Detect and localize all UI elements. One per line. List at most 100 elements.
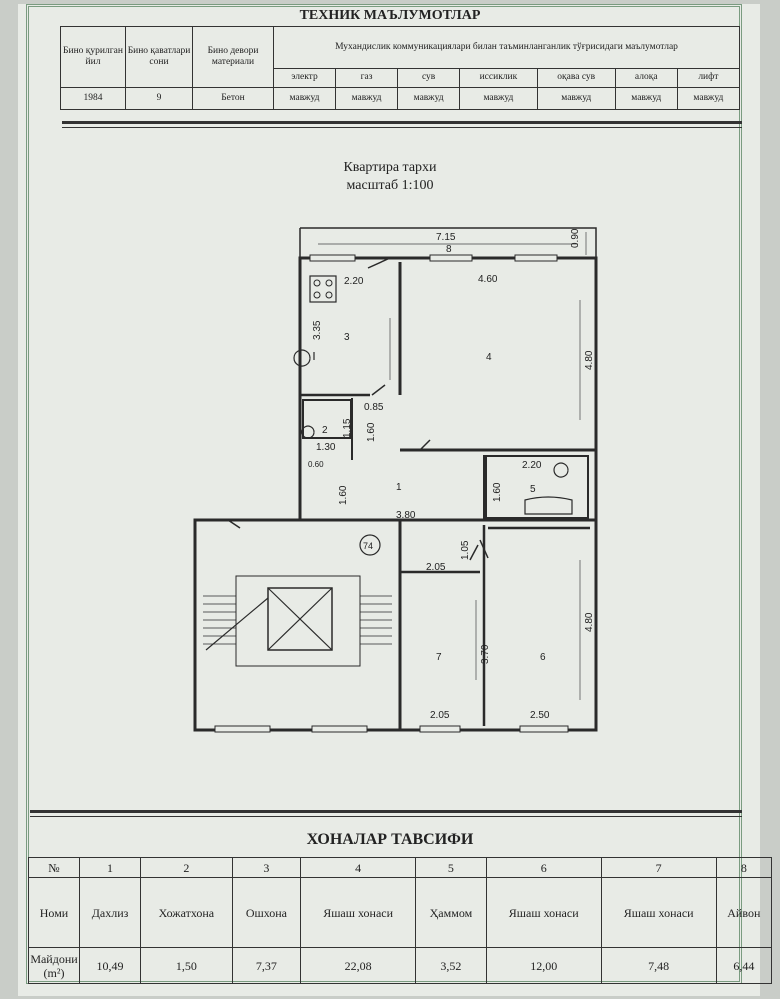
- room-no-2: 2: [140, 857, 233, 878]
- tech-header-floors: Бино қаватлари сони: [125, 25, 193, 89]
- window-room7: [419, 725, 461, 733]
- dim-room6-door: 1.05: [460, 540, 471, 560]
- section-rule-top-thin: [62, 127, 742, 128]
- plan-scale: масштаб 1:100: [346, 178, 434, 193]
- room-number-3: 3: [344, 332, 350, 343]
- elevator-shaft: [267, 587, 333, 651]
- room-no-8: 8: [715, 857, 773, 878]
- door-balcony: [367, 257, 391, 269]
- tech-value-water: мавжуд: [397, 87, 461, 110]
- window-kitchen: [309, 254, 356, 262]
- plan-title: Квартира тархи: [343, 160, 437, 175]
- tech-value-electric: мавжуд: [272, 87, 337, 110]
- room-name-2: Хожатхона: [140, 877, 233, 948]
- dim-room7-bottom: 2.05: [430, 710, 450, 721]
- rooms-label-no: №: [28, 857, 80, 878]
- room-area-7: 7,48: [600, 947, 717, 984]
- dim-balcony-w: 0.90: [570, 228, 581, 248]
- toilet-icon: [301, 425, 315, 439]
- dim-hall-w: 3.80: [396, 510, 416, 521]
- room-area-2: 1,50: [140, 947, 233, 984]
- sink-icon: [293, 349, 315, 367]
- dim-room6-h: 4.80: [584, 612, 595, 632]
- tech-value-comm: мавжуд: [614, 87, 678, 110]
- dim-bath-h: 1.60: [492, 482, 503, 502]
- room-name-4: Яшаш хонаси: [300, 877, 417, 948]
- dim-kitchen-h: 3.35: [312, 320, 323, 340]
- door-room7: [469, 544, 479, 561]
- dim-room4-h: 4.80: [584, 350, 595, 370]
- window-room4-a: [429, 254, 473, 262]
- room-number-8: 8: [446, 244, 452, 255]
- room-name-8: Айвон: [715, 877, 773, 948]
- room-name-7: Яшаш хонаси: [600, 877, 717, 948]
- tech-value-floors: 9: [125, 87, 193, 110]
- document-page: [18, 4, 760, 996]
- room-name-3: Ошхона: [231, 877, 302, 948]
- rooms-label-name: Номи: [28, 877, 80, 948]
- room-number-4: 4: [486, 352, 492, 363]
- dim-balcony-len: 7.15: [436, 232, 456, 243]
- stove-icon: [309, 275, 337, 303]
- room-name-5: Ҳаммом: [415, 877, 487, 948]
- dim-kitchen-w: 2.20: [344, 276, 364, 287]
- door-room6: [479, 539, 489, 559]
- room-number-1: 1: [396, 482, 402, 493]
- rooms-label-area: Майдони (m²): [28, 947, 80, 984]
- room-number-6: 6: [540, 652, 546, 663]
- tech-title: ТЕХНИК МАЪЛУМОТЛАР: [299, 8, 481, 23]
- bathtub-icon: [524, 496, 573, 515]
- dim-hall-h: 1.60: [338, 485, 349, 505]
- window-stair-b: [311, 725, 368, 733]
- room-area-8: 6,44: [715, 947, 773, 984]
- door-kitchen: [371, 384, 386, 396]
- dim-room7-top: 2.05: [426, 562, 446, 573]
- room-area-1: 10,49: [78, 947, 142, 984]
- room-no-6: 6: [485, 857, 602, 878]
- section-rule-top: [62, 121, 742, 124]
- stair-arrow: [205, 597, 269, 651]
- tech-table: Бино қурилган йил Бино қаватлари сони Би…: [60, 25, 741, 110]
- dim-wc-d: 0.85: [364, 402, 384, 413]
- room-area-5: 3,52: [415, 947, 487, 984]
- room-no-7: 7: [600, 857, 717, 878]
- room-number-2: 2: [322, 425, 328, 436]
- room-no-4: 4: [300, 857, 417, 878]
- dim-corr-h: 1.60: [366, 422, 377, 442]
- outer-wall-upper: [298, 256, 598, 522]
- rooms-table: № 1 2 3 4 5 6 7 8 Номи Дахлиз Хожатхона …: [28, 857, 773, 984]
- door-room4: [419, 439, 431, 451]
- door-apartment: [227, 519, 241, 529]
- room-name-6: Яшаш хонаси: [485, 877, 602, 948]
- dim-hall-small: 0.60: [308, 460, 324, 469]
- tech-header-engineering: Мухандислик коммуникациялари билан таъми…: [273, 26, 740, 69]
- balcony-outline: [299, 227, 597, 258]
- room-area-6: 12,00: [485, 947, 602, 984]
- room-no-5: 5: [415, 857, 487, 878]
- tech-header-year: Бино қурилган йил: [60, 25, 126, 89]
- dim-room4-w: 4.60: [478, 274, 498, 285]
- dim-bath-w: 2.20: [522, 460, 542, 471]
- outer-wall-lower: [398, 518, 598, 732]
- window-stair: [214, 725, 271, 733]
- stair-block: [193, 518, 402, 732]
- window-room6: [519, 725, 569, 733]
- room-no-1: 1: [78, 857, 142, 878]
- apt-number-circle: [359, 534, 381, 556]
- dim-wc-h: 1.15: [342, 418, 353, 438]
- section-rule-bottom-thin: [30, 816, 742, 817]
- tech-value-lift: мавжуд: [676, 87, 741, 110]
- room-area-4: 22,08: [300, 947, 417, 984]
- bath-room: [485, 455, 589, 519]
- tech-value-heating: мавжуд: [459, 87, 538, 110]
- bath-sink-icon: [553, 462, 569, 478]
- room-no-3: 3: [231, 857, 302, 878]
- window-room4-b: [514, 254, 558, 262]
- dim-wc-w: 1.30: [316, 442, 336, 453]
- rooms-title: ХОНАЛАР ТАВСИФИ: [306, 831, 474, 848]
- room-name-1: Дахлиз: [78, 877, 142, 948]
- dim-room6-bottom: 2.50: [530, 710, 550, 721]
- tech-value-gas: мавжуд: [335, 87, 399, 110]
- dim-room7-h: 3.70: [480, 644, 491, 664]
